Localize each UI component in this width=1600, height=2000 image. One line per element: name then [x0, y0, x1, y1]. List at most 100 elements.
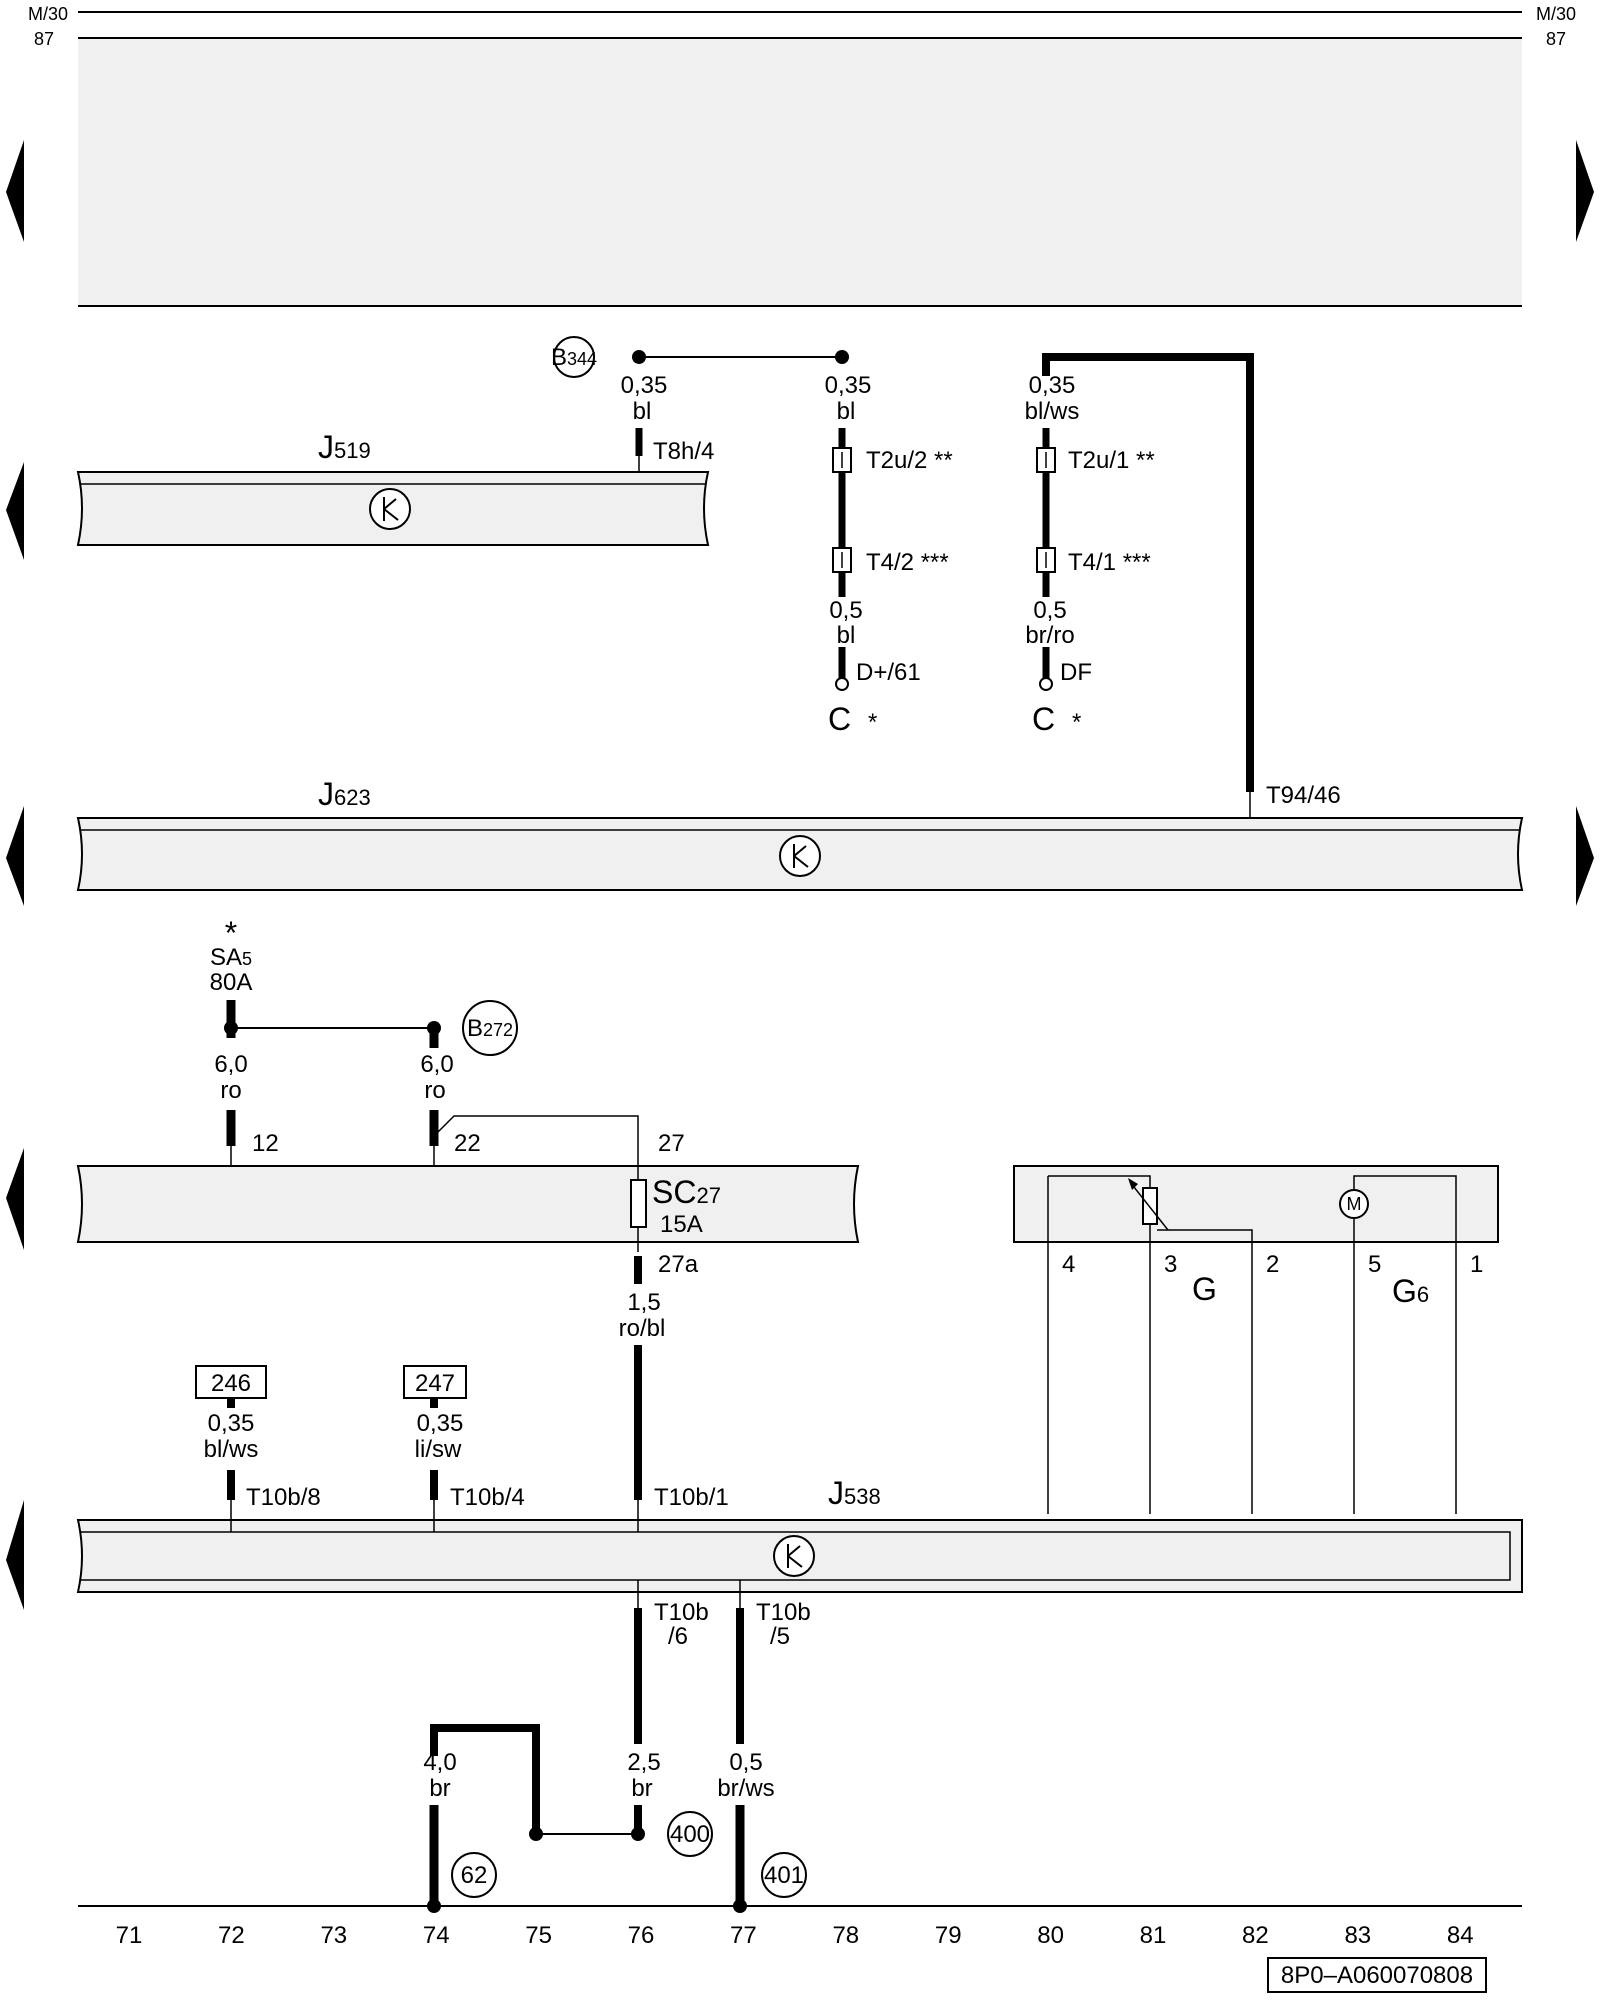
w7-size: 6,0	[420, 1051, 453, 1078]
track-number: 71	[116, 1922, 143, 1949]
ground-400-circle	[667, 1811, 713, 1857]
track-number: 75	[525, 1922, 552, 1949]
c1-letter: C	[828, 701, 851, 737]
bridge-22-27	[433, 1115, 639, 1166]
w3-size: 0,35	[1029, 372, 1076, 399]
track-number: 78	[832, 1922, 859, 1949]
svg-text:T2u/1 **: T2u/1 **	[1068, 447, 1155, 474]
w10-color: li/sw	[415, 1436, 462, 1463]
continuation-arrow-left-5	[6, 1500, 24, 1610]
rail-m30-label-right: M/30	[1536, 4, 1576, 24]
t42-mark: ***	[921, 549, 949, 576]
t10b6-label-b: /6	[668, 1623, 688, 1650]
j538-letter: J	[828, 1475, 844, 1511]
w12-color: br	[631, 1775, 652, 1802]
sensor-pin-5: 5	[1368, 1251, 1381, 1278]
c2-letter: C	[1032, 701, 1055, 737]
w8-color: ro/bl	[619, 1315, 666, 1342]
t42-label: T4/2	[866, 549, 914, 576]
w6-color: ro	[220, 1077, 241, 1104]
b344-ref-circle	[553, 336, 595, 378]
w12-size: 2,5	[627, 1749, 660, 1776]
sensor-pin-3: 3	[1164, 1251, 1177, 1278]
j519-transistor-icon-arm	[383, 498, 397, 510]
track-number: 82	[1242, 1922, 1269, 1949]
ground-401-circle	[761, 1852, 807, 1898]
w11-size: 4,0	[423, 1749, 456, 1776]
ref-box-246-label: 246	[211, 1370, 251, 1397]
b344-sub: 344	[567, 349, 597, 369]
g-potentiometer-arrowhead	[1128, 1178, 1138, 1190]
fuse-pin-27a: 27a	[658, 1251, 699, 1278]
w5-size: 0,5	[1033, 597, 1066, 624]
w11-color: br	[429, 1775, 450, 1802]
continuation-arrow-left-1	[6, 140, 24, 242]
fuse-pin-27: 27	[658, 1130, 685, 1157]
track-number: 80	[1037, 1922, 1064, 1949]
j623-pin-label: T94/46	[1266, 782, 1341, 809]
track-number: 73	[320, 1922, 347, 1949]
w10-size: 0,35	[417, 1410, 464, 1437]
track-number: 72	[218, 1922, 245, 1949]
ground-401-label: 401	[764, 1862, 804, 1889]
w7-color: ro	[424, 1077, 445, 1104]
track-number: 83	[1344, 1922, 1371, 1949]
fuse-box-module	[76, 1165, 860, 1243]
w5-color: br/ro	[1025, 622, 1074, 649]
w2-size: 0,35	[825, 372, 872, 399]
t10b1-label: T10b/1	[654, 1484, 729, 1511]
fuse-rating: 15A	[660, 1211, 703, 1238]
sa5-letter: SA	[210, 944, 242, 971]
j538-transistor-icon-arm2	[787, 1555, 803, 1568]
sa5-star: *	[225, 915, 237, 951]
w8-size: 1,5	[627, 1289, 660, 1316]
j519-letter: J	[318, 429, 334, 465]
continuation-arrow-right-1	[1576, 140, 1594, 242]
g-letter: G	[1192, 1271, 1217, 1307]
j538-module-inner	[80, 1531, 1511, 1581]
g6-sub: 6	[1417, 1282, 1429, 1307]
j538-transistor-icon	[773, 1535, 815, 1577]
j623-transistor-icon	[779, 835, 821, 877]
j538-transistor-icon-arm	[787, 1545, 801, 1557]
svg-text:B272: B272	[467, 1015, 513, 1042]
t10b5-label-a: T10b	[756, 1599, 811, 1626]
fuse-pin-22: 22	[454, 1130, 481, 1157]
w2-color: bl	[837, 398, 856, 425]
svg-text:G6: G6	[1392, 1273, 1429, 1309]
ref-box-247-label: 247	[415, 1370, 455, 1397]
w1-color: bl	[633, 398, 652, 425]
doc-code-box	[1267, 1957, 1487, 1993]
d61-terminal	[835, 677, 849, 691]
ground-62-label: 62	[461, 1862, 488, 1889]
j519-sub: 519	[334, 438, 371, 463]
b344-node-2	[835, 350, 849, 364]
w3-color: bl/ws	[1025, 398, 1080, 425]
c2-mark: *	[1072, 709, 1081, 736]
t10b6-label-a: T10b	[654, 1599, 709, 1626]
c1-mark: *	[868, 709, 877, 736]
sensor-pin-2: 2	[1266, 1251, 1279, 1278]
svg-text:SC27: SC27	[652, 1174, 721, 1210]
ref-box-247	[403, 1365, 467, 1399]
continuation-arrow-right-3	[1576, 806, 1594, 906]
g6-wire-pin5	[1353, 1175, 1457, 1514]
svg-text:T4/1 ***: T4/1 ***	[1068, 549, 1151, 576]
sa5-rating: 80A	[210, 969, 253, 996]
ground-62-circle	[451, 1852, 497, 1898]
sensor-block	[1013, 1165, 1499, 1243]
w6-size: 6,0	[214, 1051, 247, 1078]
t41-label: T4/1	[1068, 549, 1116, 576]
b272-ref-circle	[462, 1000, 518, 1056]
b344-letter: B	[551, 344, 567, 371]
continuation-arrow-left-3	[6, 806, 24, 906]
w4-color: bl	[837, 622, 856, 649]
doc-code: 8P0–A060070808	[1281, 1962, 1473, 1989]
j623-transistor-icon-arm	[793, 845, 807, 857]
w4-size: 0,5	[829, 597, 862, 624]
d61-label: D+/61	[856, 659, 921, 686]
rail-87-label-left: 87	[34, 29, 54, 49]
b272-letter: B	[467, 1015, 483, 1042]
